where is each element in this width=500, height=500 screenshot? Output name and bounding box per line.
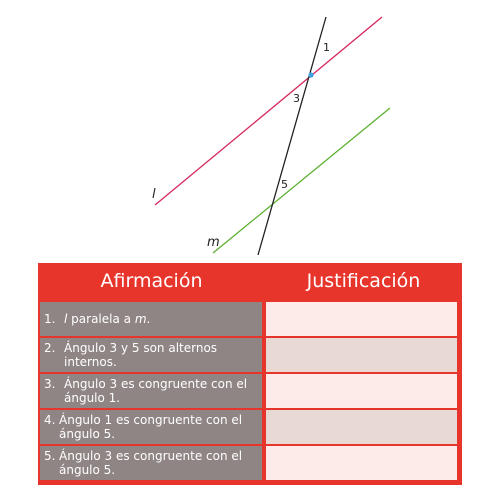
justification-input-3[interactable] bbox=[266, 374, 457, 408]
statement-cell: 2. Ángulo 3 y 5 son alternos internos. bbox=[40, 338, 262, 372]
angle-1-label: 1 bbox=[323, 41, 330, 54]
intersection-point bbox=[308, 72, 314, 78]
table-row: 4. Ángulo 1 es congruente con el ángulo … bbox=[40, 410, 460, 444]
angle-5-label: 5 bbox=[281, 178, 288, 191]
table-row: 3. Ángulo 3 es congruente con el ángulo … bbox=[40, 374, 460, 408]
statement-cell: 5. Ángulo 3 es congruente con el ángulo … bbox=[40, 446, 262, 480]
statement-text: l paralela a m. bbox=[64, 312, 151, 326]
statement-text: Ángulo 3 es congruente con el ángulo 5. bbox=[59, 449, 243, 477]
statement-text: Ángulo 3 y 5 son alternos internos. bbox=[64, 341, 218, 369]
proof-table: Afirmación Justificación 1. l paralela a… bbox=[38, 263, 462, 485]
statement-number: 1. bbox=[44, 312, 56, 326]
line-l bbox=[154, 16, 383, 206]
var-l: l bbox=[64, 312, 68, 326]
var-m: m bbox=[134, 312, 147, 326]
justification-input-1[interactable] bbox=[266, 302, 457, 336]
transversal-line bbox=[257, 16, 327, 256]
line-m bbox=[212, 107, 391, 254]
justification-input-5[interactable] bbox=[266, 446, 457, 480]
statement-cell: 4. Ángulo 1 es congruente con el ángulo … bbox=[40, 410, 262, 444]
statement-cell: 1. l paralela a m. bbox=[40, 302, 262, 336]
justification-input-4[interactable] bbox=[266, 410, 457, 444]
table-row: 2. Ángulo 3 y 5 son alternos internos. bbox=[40, 338, 460, 372]
statement-number: 4. bbox=[44, 413, 56, 427]
statement-cell: 3. Ángulo 3 es congruente con el ángulo … bbox=[40, 374, 262, 408]
justification-input-2[interactable] bbox=[266, 338, 457, 372]
table-header: Afirmación Justificación bbox=[38, 263, 462, 300]
statement-number: 2. bbox=[44, 341, 56, 355]
statement-text: Ángulo 3 es congruente con el ángulo 1. bbox=[64, 377, 248, 405]
table-row: 1. l paralela a m. bbox=[40, 302, 460, 336]
table-row: 5. Ángulo 3 es congruente con el ángulo … bbox=[40, 446, 460, 480]
statement-number: 5. bbox=[44, 449, 56, 463]
angle-3-label: 3 bbox=[293, 92, 300, 105]
statement-text: Ángulo 1 es congruente con el ángulo 5. bbox=[59, 413, 243, 441]
statement-number: 3. bbox=[44, 377, 56, 391]
line-l-label: l bbox=[152, 187, 156, 202]
line-m-label: m bbox=[207, 235, 220, 250]
parallel-lines-diagram: l m 1 3 5 bbox=[152, 16, 391, 256]
justification-header: Justificación bbox=[306, 270, 421, 292]
statement-header: Afirmación bbox=[100, 270, 203, 292]
